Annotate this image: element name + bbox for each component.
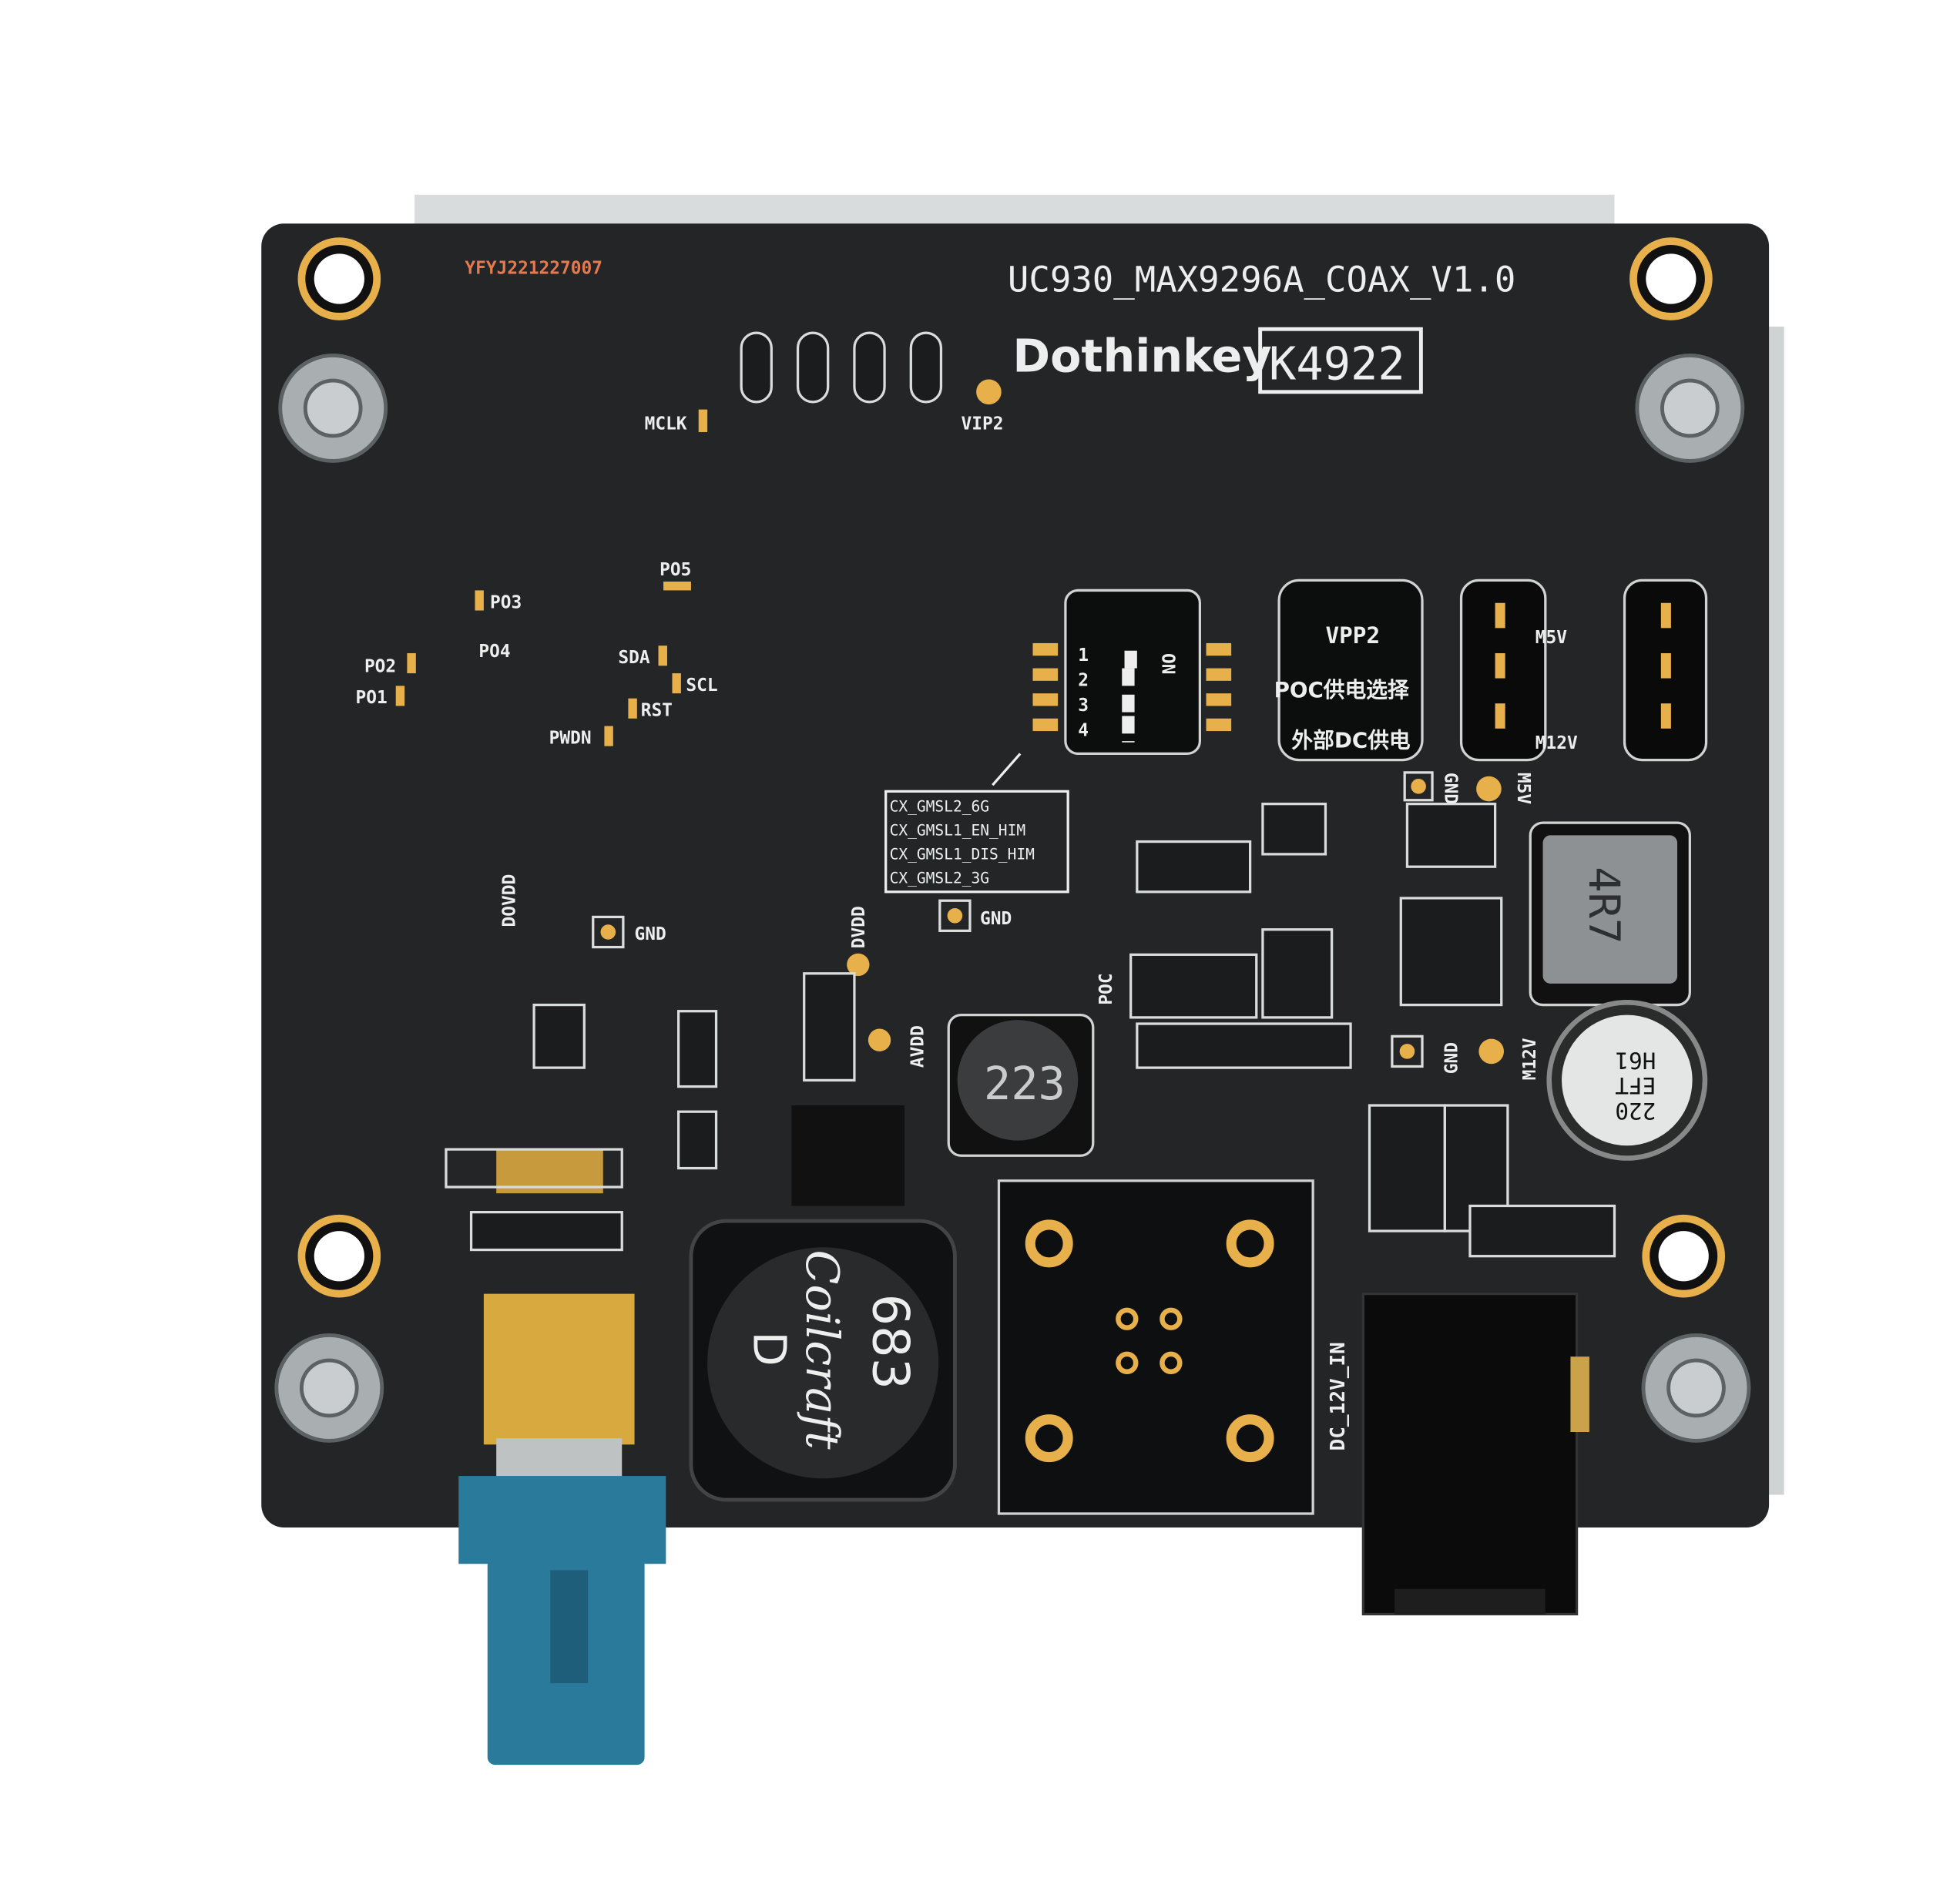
label-gnd: GND (635, 924, 666, 944)
pad (604, 726, 613, 746)
label-dovdd: DOVDD (500, 874, 520, 927)
dip-mode: CX_GMSL2_3G (890, 869, 989, 887)
board-to-board-connector (997, 1179, 1314, 1515)
label-mclk: MCLK (645, 414, 687, 434)
pad (592, 915, 625, 949)
capacitor-code: H61 (1615, 1048, 1656, 1074)
label-gnd: GND (980, 909, 1012, 929)
coilcraft-value: 683 (861, 1294, 919, 1390)
pad (1403, 771, 1434, 802)
label-sda: SDA (618, 648, 649, 668)
pad (663, 582, 691, 591)
label-po4: PO4 (478, 642, 510, 662)
label-gnd: GND (1442, 1042, 1462, 1074)
pad (475, 590, 484, 611)
coilcraft-brand: Coilcraft (796, 1250, 848, 1450)
pad (628, 698, 637, 719)
dip-mode: CX_GMSL1_EN_HIM (890, 821, 1026, 839)
fakra-coax-connector[interactable] (458, 1293, 666, 1766)
dip-switch[interactable] (1032, 589, 1232, 756)
label-po1: PO1 (356, 688, 388, 708)
capacitor-series: EFT (1615, 1072, 1656, 1098)
label-po3: PO3 (490, 592, 522, 612)
dc-power-jack[interactable] (1361, 1292, 1589, 1616)
power-select-block (1277, 578, 1424, 762)
label-dvdd: DVDD (849, 906, 869, 948)
inductor-small-value: 223 (984, 1058, 1066, 1110)
mounting-holes (297, 237, 1726, 1298)
dip-number: 2 (1078, 670, 1089, 690)
dc-power-option: 外部DC供电 (1291, 727, 1411, 753)
label-rst: RST (641, 701, 673, 721)
inductor-square-value: 4R7 (1579, 867, 1628, 944)
dip-number: 3 (1078, 696, 1089, 716)
pad (658, 646, 667, 666)
electrolytic-capacitor (1546, 1000, 1708, 1161)
board-model: UC930_MAX9296A_COAX_V1.0 (1008, 259, 1515, 300)
label-m12v: M12V (1520, 1038, 1540, 1080)
coilcraft-grade: D (743, 1332, 795, 1366)
jumper[interactable] (1459, 578, 1547, 762)
label-m5v: M5V (1513, 773, 1533, 804)
pad (395, 686, 405, 706)
pad (938, 899, 972, 932)
pad (847, 953, 870, 977)
pad (698, 409, 708, 432)
m12v-label: M12V (1535, 733, 1578, 753)
screws (274, 354, 1751, 1443)
capacitor-value: 220 (1615, 1098, 1656, 1124)
pad (1391, 1035, 1424, 1068)
vpp2-label: VPP2 (1325, 622, 1380, 649)
dip-number: 4 (1078, 721, 1089, 741)
pad (868, 1028, 891, 1051)
dip-on-label: ON (1157, 653, 1177, 674)
dip-mode: CX_GMSL2_6G (890, 797, 989, 815)
board-code: K4922 (1269, 337, 1405, 390)
test-pads-top (740, 331, 1002, 405)
dip-number: 1 (1078, 646, 1089, 666)
pad (407, 652, 416, 674)
brand: Dothinkey (1012, 330, 1271, 383)
dip-mode: CX_GMSL1_DIS_HIM (890, 845, 1035, 863)
pad (1476, 776, 1502, 802)
poc-power-option: POC供电选择 (1274, 677, 1409, 703)
label-scl: SCL (686, 676, 717, 696)
code-box (1258, 327, 1423, 394)
serial-number: YFYJ221227007 (465, 258, 602, 278)
dip-mode-box (884, 790, 1069, 894)
label-poc: POC (1096, 973, 1116, 1004)
pad (1478, 1038, 1505, 1065)
arrow-icon (992, 753, 1022, 786)
label-vip2: VIP2 (962, 414, 1004, 434)
m5v-label: M5V (1535, 628, 1567, 648)
smd-components (445, 803, 1616, 1258)
dc-input-label: DC_12V_IN (1327, 1342, 1350, 1450)
label-pwdn: PWDN (549, 728, 592, 748)
label-gnd: GND (1440, 773, 1460, 804)
label-avdd: AVDD (908, 1025, 928, 1068)
label-po2: PO2 (364, 656, 396, 676)
jumper[interactable] (1623, 578, 1708, 762)
label-po5: PO5 (659, 560, 691, 580)
pad (672, 673, 681, 694)
